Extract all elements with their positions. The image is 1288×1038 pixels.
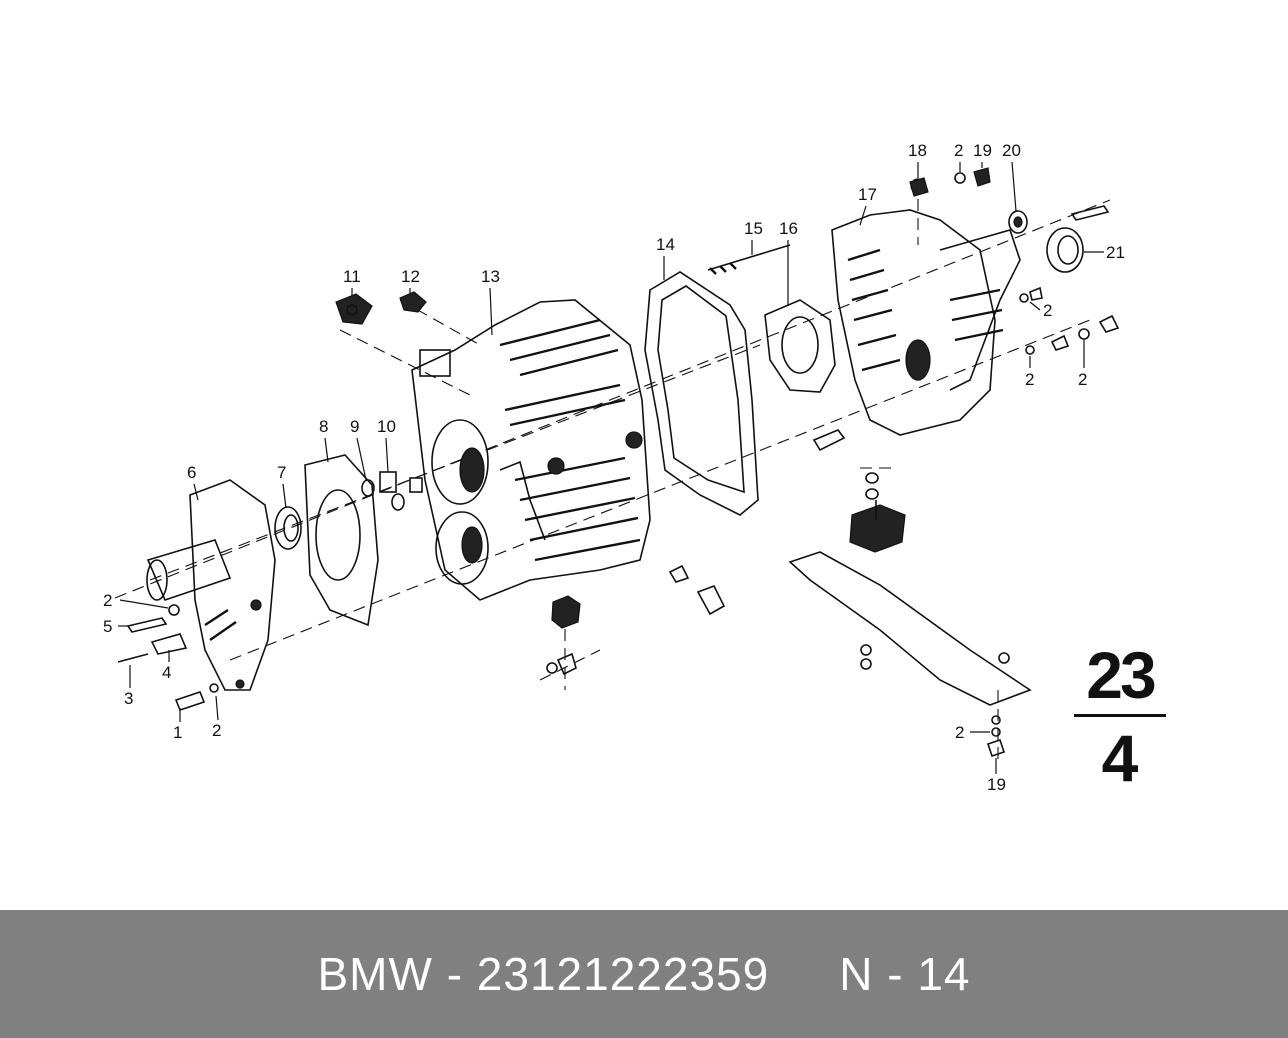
callout-9: 9: [350, 417, 359, 436]
callout-2-top: 2: [954, 141, 963, 160]
callout-2-right-mid: 2: [1025, 370, 1034, 389]
part-17-rear-housing: [831, 178, 1021, 436]
callout-17: 17: [858, 185, 877, 204]
housing-bottom-fasteners: [546, 564, 726, 676]
part-number-footer: BMW - 23121222359 N - 14: [0, 910, 1288, 1038]
callout-5: 5: [103, 617, 112, 636]
callout-3: 3: [124, 689, 133, 708]
parts-18-21-top-fasteners: [909, 167, 1120, 355]
part-16-flange-plate: [764, 299, 836, 393]
group-number-bottom: 4: [1101, 721, 1139, 795]
callout-16: 16: [779, 219, 798, 238]
parts-9-10-sleeves: [361, 471, 423, 511]
parts-11-12-plugs: [335, 291, 427, 325]
callout-20: 20: [1002, 141, 1021, 160]
assembly-axis-lines: [114, 180, 1111, 760]
part-8-gasket: [304, 454, 379, 627]
callout-7: 7: [277, 463, 286, 482]
group-number-top: 23: [1086, 638, 1156, 712]
callout-2-right-upper: 2: [1043, 301, 1052, 320]
group-number: 23 4: [1074, 640, 1166, 793]
exploded-parts-diagram: 1 2 2 3 4 5 6 7 8 9 10 11 12 13 14 15 16…: [103, 141, 1166, 794]
callout-8: 8: [319, 417, 328, 436]
callout-labels: 1 2 2 3 4 5 6 7 8 9 10 11 12 13 14 15 16…: [103, 141, 1125, 794]
callout-19-bottom: 19: [987, 775, 1006, 794]
callout-10: 10: [377, 417, 396, 436]
brand-part-number: BMW - 23121222359: [317, 948, 770, 1000]
callout-15: 15: [744, 219, 763, 238]
part-15-stud: [707, 244, 791, 275]
callout-12: 12: [401, 267, 420, 286]
callout-1: 1: [173, 723, 182, 742]
callout-14: 14: [656, 235, 675, 254]
diagram-reference: N - 14: [839, 948, 971, 1000]
callout-2-right-far: 2: [1078, 370, 1087, 389]
callout-2-left: 2: [103, 591, 112, 610]
callout-21: 21: [1106, 243, 1125, 262]
part-6-rear-cover: [146, 479, 276, 691]
callout-4: 4: [162, 663, 171, 682]
callout-6: 6: [187, 463, 196, 482]
callout-13: 13: [481, 267, 500, 286]
dowel-pin: [812, 429, 846, 452]
part-7-seal-ring: [274, 506, 302, 550]
part-14-gasket-plate: [644, 271, 759, 516]
group-number-divider: [1074, 714, 1166, 717]
parts-1-5-small-fasteners: [117, 604, 219, 711]
callout-2-mount: 2: [955, 723, 964, 742]
callout-11: 11: [343, 267, 361, 286]
callout-19-top: 19: [973, 141, 992, 160]
rubber-mount-and-crossmember: [788, 472, 1032, 758]
callout-2-bottom: 2: [212, 721, 221, 740]
callout-18: 18: [908, 141, 927, 160]
part-13-transmission-housing: [411, 299, 651, 601]
